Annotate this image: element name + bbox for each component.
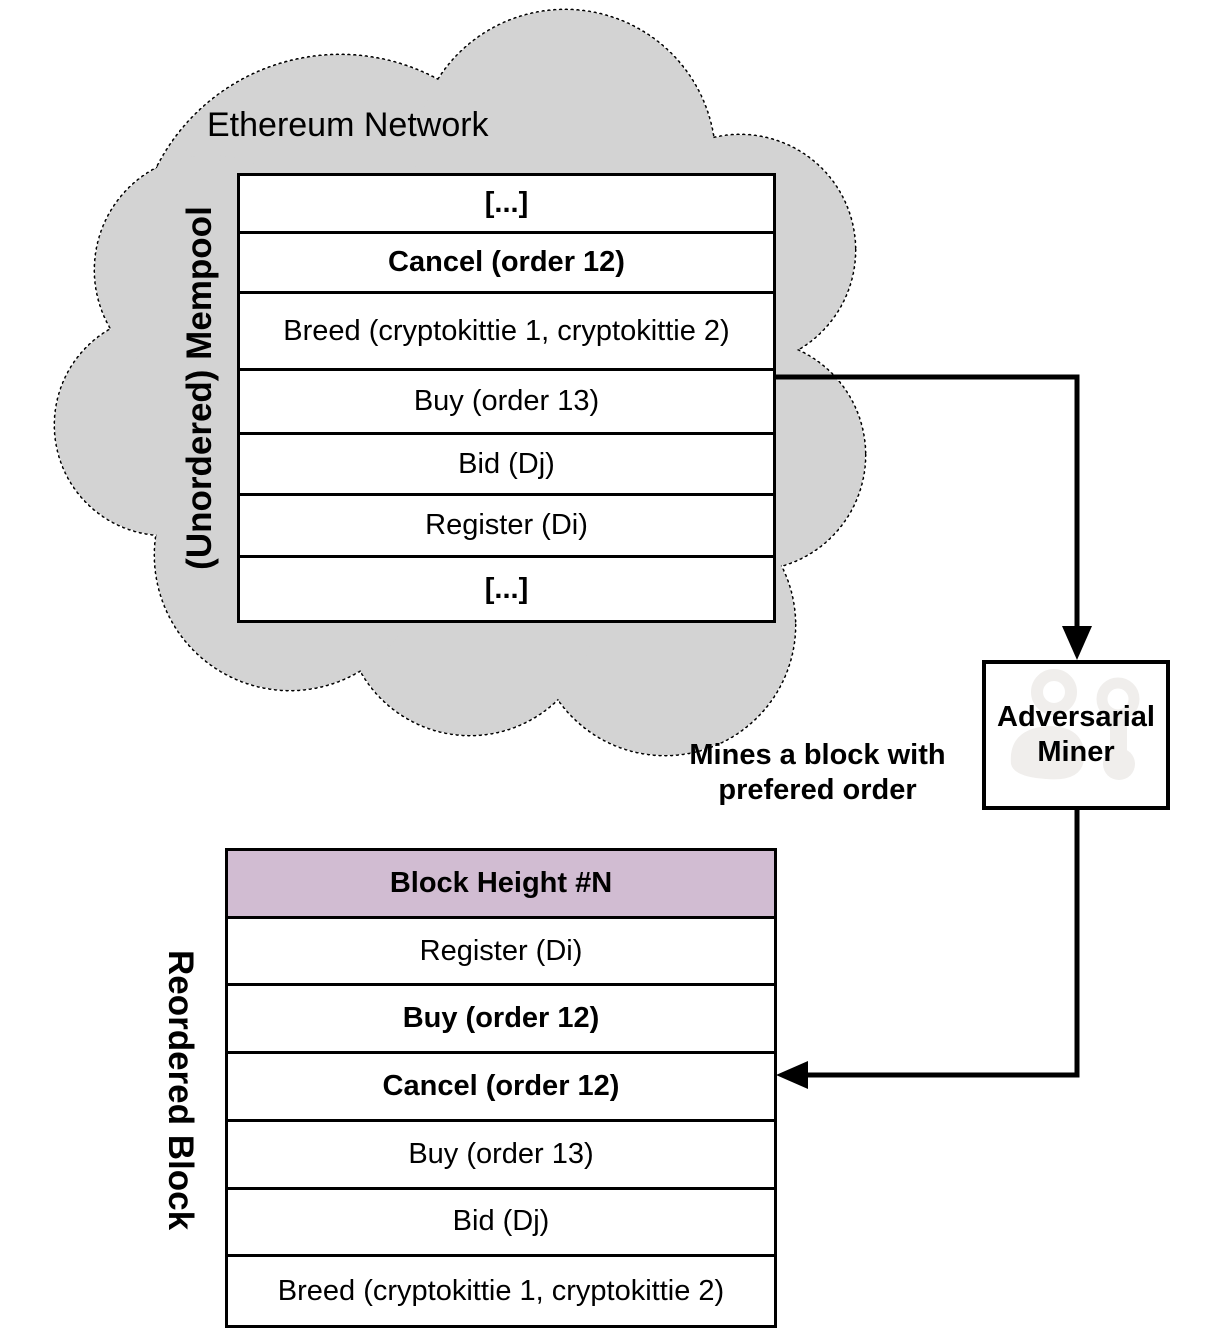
mempool-row: [...] [240, 176, 773, 234]
mempool-side-label: (Unordered) Mempool [180, 206, 219, 570]
miner-to-block-arrow [776, 810, 1080, 1089]
miner-icon [1010, 669, 1140, 780]
mempool-row: Breed (cryptokittie 1, cryptokittie 2) [240, 294, 773, 371]
block-row: Buy (order 12) [228, 986, 774, 1055]
adversarial-miner-label: Adversarial Miner [997, 700, 1155, 768]
mempool-row: [...] [240, 558, 773, 620]
reordered-block-table: Block Height #N Register (Di) Buy (order… [225, 848, 777, 1328]
block-row: Bid (Dj) [228, 1189, 774, 1258]
reordered-block-side-label: Reordered Block [161, 949, 200, 1231]
cloud-title: Ethereum Network [207, 106, 489, 144]
miner-action-caption: Mines a block with prefered order [689, 739, 946, 807]
block-row: Breed (cryptokittie 1, cryptokittie 2) [228, 1257, 774, 1325]
mempool-row: Cancel (order 12) [240, 234, 773, 294]
block-row: Cancel (order 12) [228, 1054, 774, 1122]
mempool-table: [...] Cancel (order 12) Breed (cryptokit… [237, 173, 776, 623]
mempool-to-miner-arrow [776, 374, 1092, 660]
block-header: Block Height #N [228, 851, 774, 919]
mempool-row: Bid (Dj) [240, 435, 773, 496]
adversarial-miner-box: Adversarial Miner [982, 660, 1170, 810]
block-row: Register (Di) [228, 918, 774, 987]
mempool-row: Register (Di) [240, 496, 773, 558]
mempool-row: Buy (order 13) [240, 371, 773, 435]
block-row: Buy (order 13) [228, 1121, 774, 1190]
